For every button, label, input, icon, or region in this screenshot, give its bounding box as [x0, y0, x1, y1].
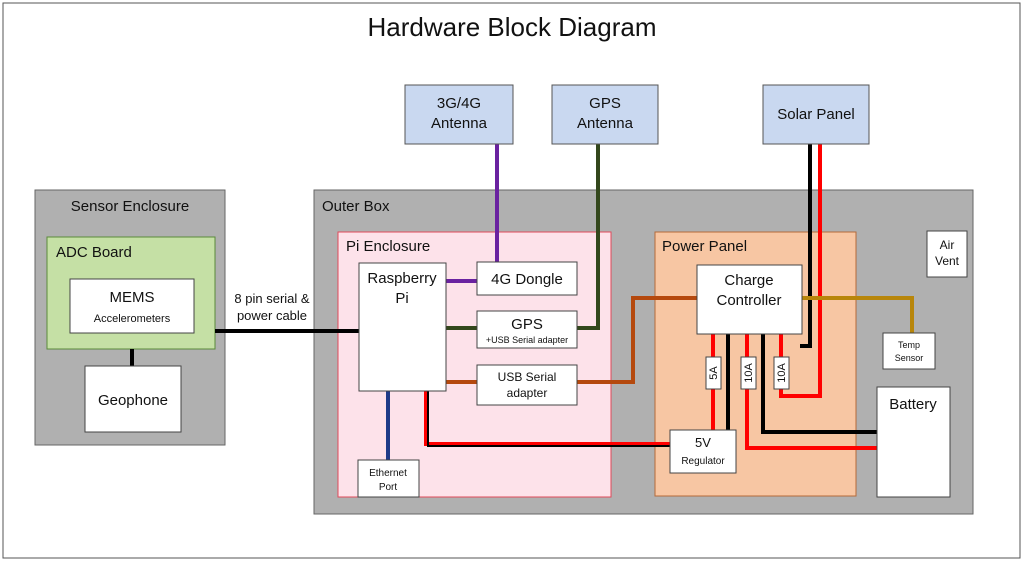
- svg-text:10A: 10A: [743, 363, 755, 383]
- gps-subtitle: +USB Serial adapter: [486, 335, 568, 345]
- wire-pi-power-red: [424, 391, 670, 446]
- gps-title: GPS: [511, 316, 543, 333]
- wire-solar-black: [800, 144, 812, 348]
- dongle-4g-label: 4G Dongle: [491, 271, 563, 288]
- mems-block: [69, 278, 195, 334]
- ethernet-label-line1: Ethernet: [369, 468, 407, 479]
- temp-sensor-block: [882, 332, 936, 370]
- usb-serial-block: [476, 364, 578, 406]
- regulator-title: 5V: [695, 435, 711, 450]
- adc-board-label: ADC Board: [56, 244, 132, 261]
- regulator-block: [669, 429, 737, 474]
- dongle-4g-block: [476, 261, 578, 296]
- antenna-gps-block: [551, 84, 659, 145]
- power-panel-label: Power Panel: [662, 238, 747, 255]
- gps-block: [476, 310, 578, 349]
- wire-usb-serial-charge: [577, 296, 697, 384]
- regulator-subtitle: Regulator: [681, 456, 725, 467]
- battery-block: [876, 386, 951, 498]
- raspberry-pi-label-line2: Pi: [395, 290, 408, 307]
- svg-text:5A: 5A: [708, 366, 720, 380]
- fuse-label-2: 10A: [740, 356, 757, 390]
- fuse-label-3: 10A: [773, 356, 790, 390]
- outer-box-label: Outer Box: [322, 198, 390, 215]
- antenna-gps-label-line2: Antenna: [577, 115, 634, 132]
- solar-panel-block: [762, 84, 870, 145]
- charge-controller-label-line2: Controller: [716, 292, 781, 309]
- geophone-block: [84, 365, 182, 433]
- ethernet-port-block: [357, 459, 420, 498]
- fuse-label-1: 5A: [705, 356, 722, 390]
- battery-label: Battery: [889, 396, 937, 413]
- wire-pi-power-black: [427, 391, 670, 447]
- air-vent-label-line2: Vent: [935, 254, 960, 268]
- usb-serial-label-line1: USB Serial: [498, 370, 557, 384]
- raspberry-pi-label-line1: Raspberry: [367, 270, 437, 287]
- ethernet-label-line2: Port: [379, 482, 398, 493]
- wire-antenna-gps: [577, 144, 600, 330]
- geophone-label: Geophone: [98, 392, 168, 409]
- svg-text:10A: 10A: [776, 363, 788, 383]
- charge-controller-block: [696, 264, 803, 335]
- wire-cc-battery-black: [761, 334, 877, 434]
- raspberry-pi-block: [358, 262, 447, 392]
- charge-controller-label-line1: Charge: [724, 272, 773, 289]
- antenna-gps-label-line1: GPS: [589, 95, 621, 112]
- sensor-enclosure-label: Sensor Enclosure: [71, 198, 189, 215]
- antenna-3g4g-label-line1: 3G/4G: [437, 95, 481, 112]
- cable-label-line1: 8 pin serial &: [234, 291, 309, 306]
- cable-label-line2: power cable: [237, 308, 307, 323]
- temp-sensor-label-line1: Temp: [898, 340, 920, 350]
- air-vent-block: [926, 230, 968, 278]
- wire-temp-sensor: [802, 296, 914, 333]
- temp-sensor-label-line2: Sensor: [895, 353, 924, 363]
- antenna-3g4g-label-line2: Antenna: [431, 115, 488, 132]
- air-vent-label-line1: Air: [940, 238, 955, 252]
- diagram-title: Hardware Block Diagram: [368, 12, 657, 42]
- antenna-3g4g-block: [404, 84, 514, 145]
- usb-serial-label-line2: adapter: [507, 386, 548, 400]
- pi-enclosure-label: Pi Enclosure: [346, 238, 430, 255]
- solar-panel-label: Solar Panel: [777, 106, 855, 123]
- mems-subtitle: Accelerometers: [94, 313, 171, 325]
- mems-title: MEMS: [110, 289, 155, 306]
